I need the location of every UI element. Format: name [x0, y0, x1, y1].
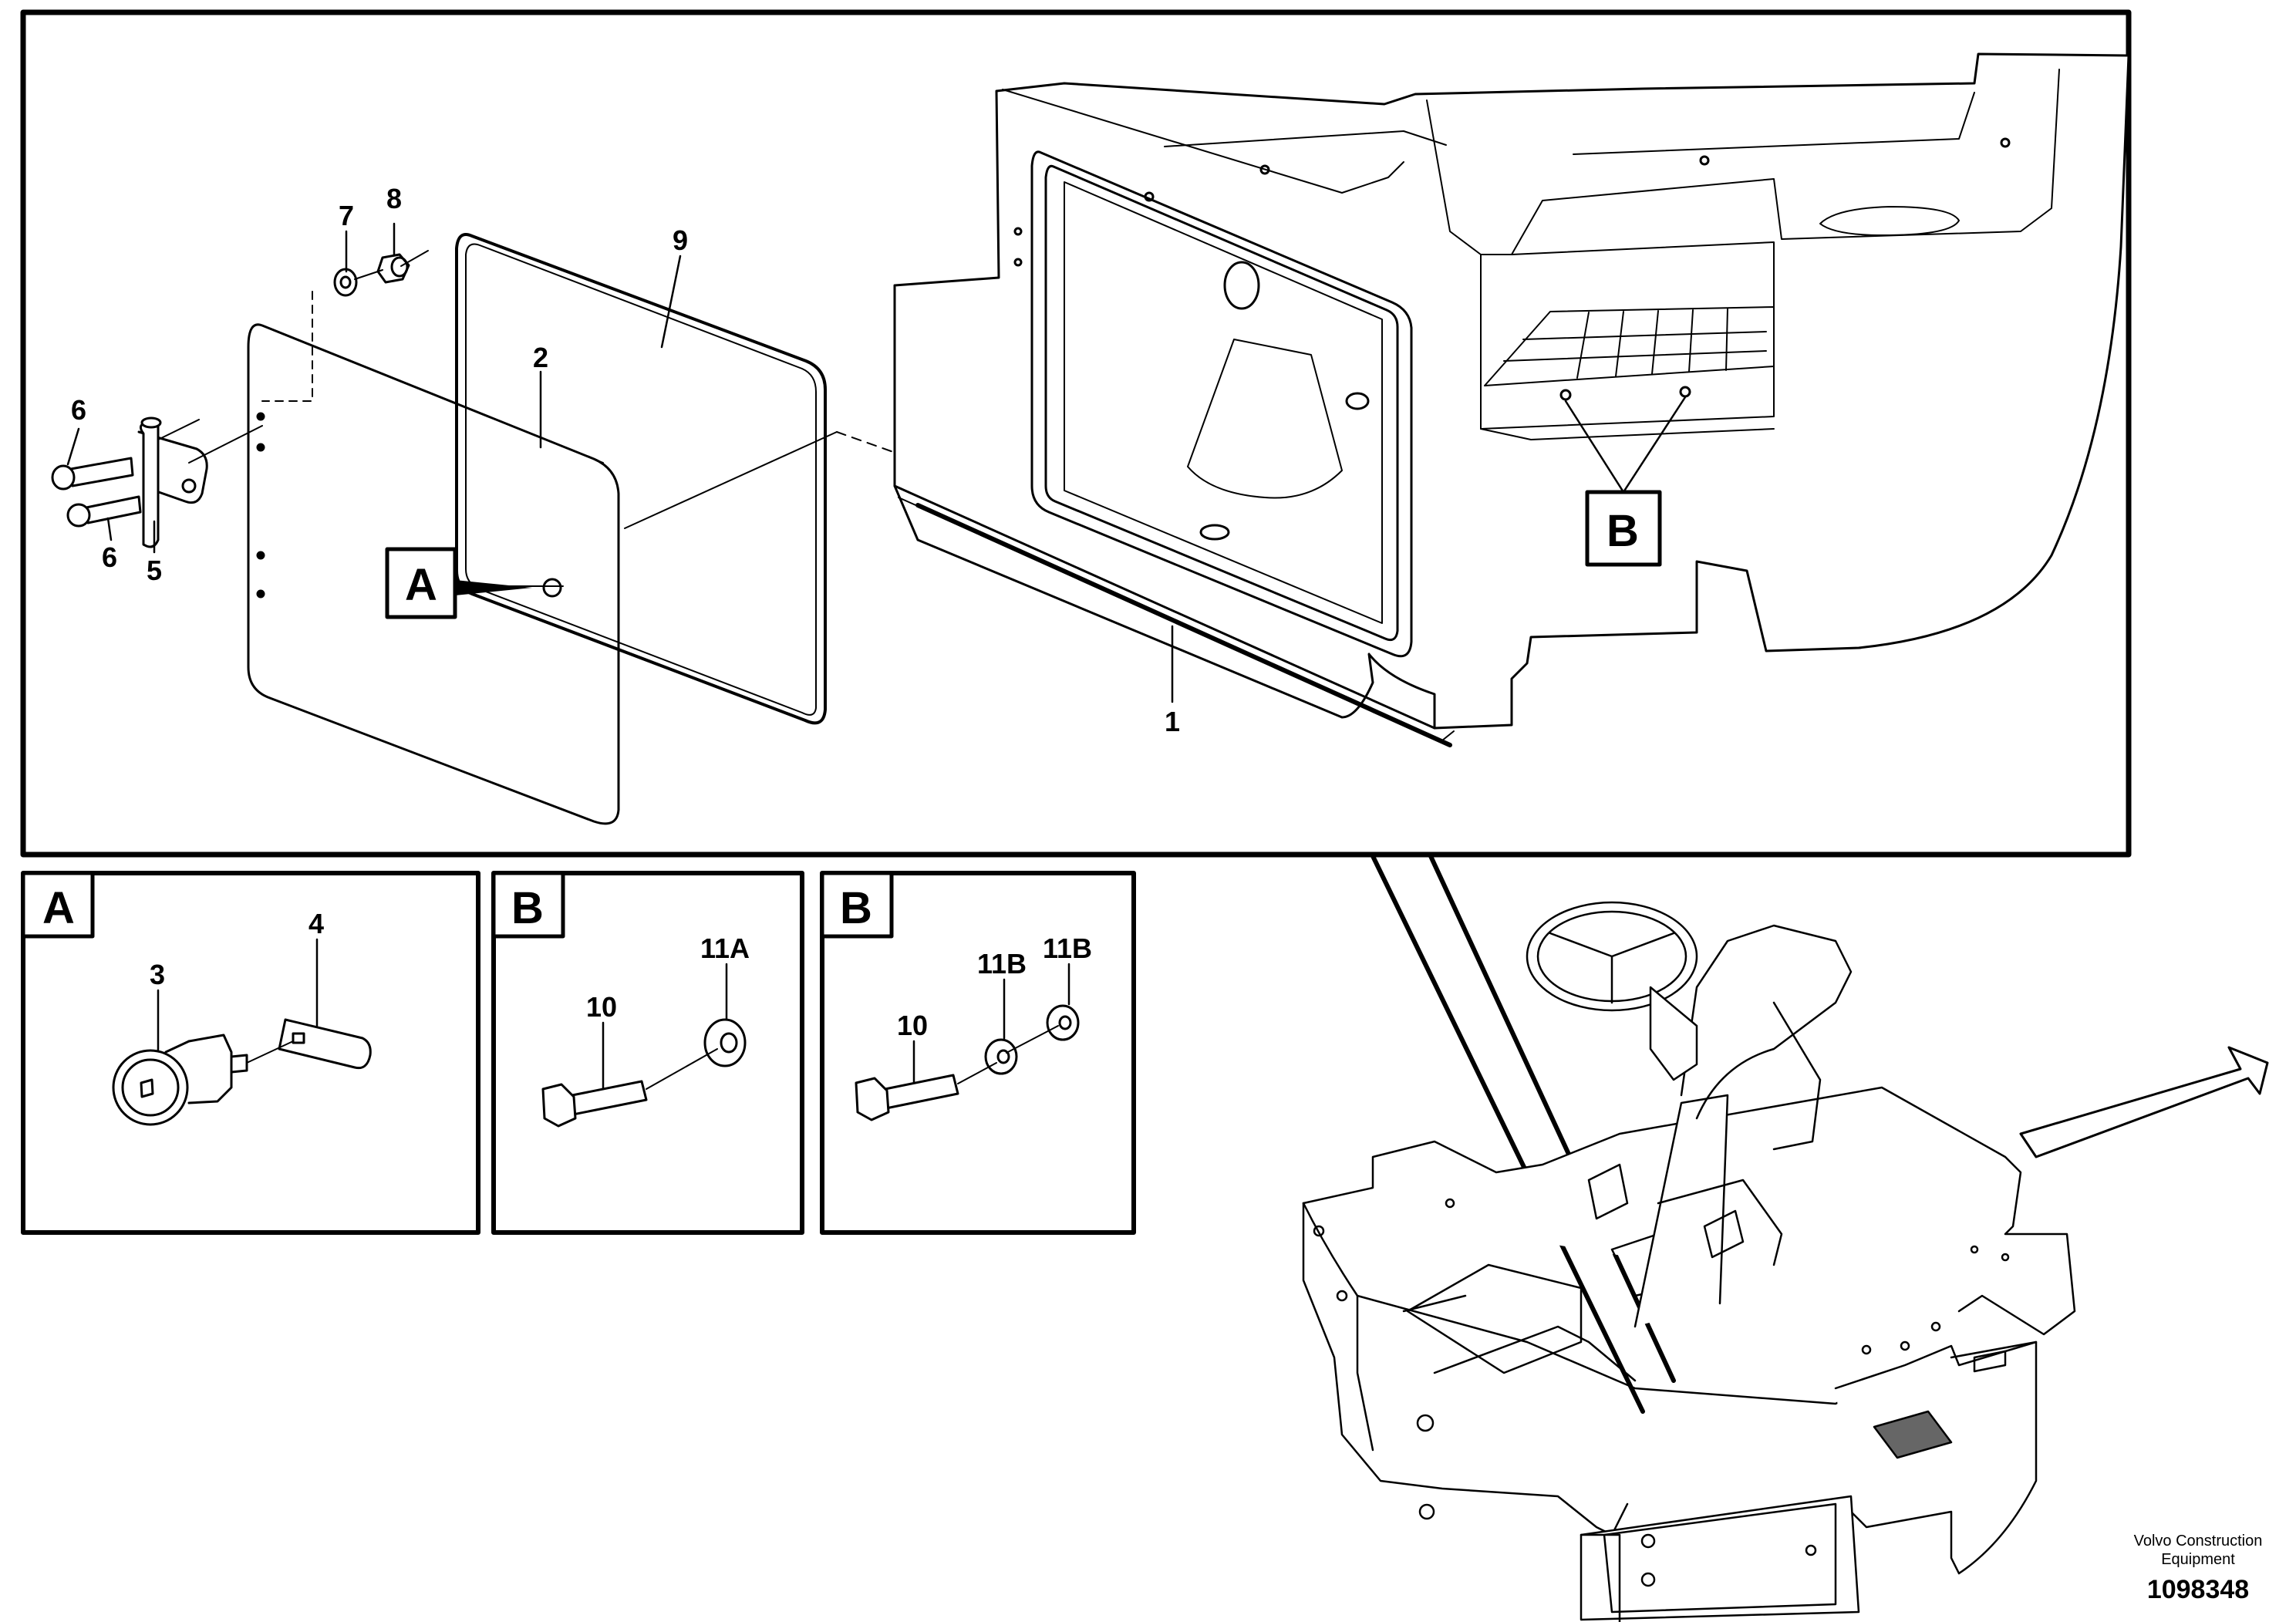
detail-b2-part-11b-2: 11B — [1043, 932, 1092, 964]
step-grating — [1484, 306, 1775, 386]
detail-panel-b-1 — [491, 871, 804, 1235]
detail-a-part-4: 4 — [308, 908, 324, 939]
main-view-frame — [20, 9, 2132, 858]
callout-b-box — [1585, 490, 1662, 567]
console-housing — [893, 52, 2130, 747]
detail-a-part-3: 3 — [150, 959, 165, 990]
callout-a-box — [385, 547, 457, 619]
credit-line-1: Volvo Construction — [2134, 1533, 2263, 1549]
detail-b2-letter: B — [840, 883, 872, 933]
part-label-6b: 6 — [102, 541, 117, 573]
detail-b2-part-10: 10 — [897, 1010, 928, 1041]
direction-arrow-icon — [2019, 1046, 2269, 1158]
part-labels: 1 2 5 6 6 7 8 9 A B A 3 4 B 10 11A B 10 … — [42, 183, 1639, 1041]
detail-b1-letter: B — [511, 883, 544, 933]
detail-b1-part-10: 10 — [586, 991, 617, 1023]
part-label-7: 7 — [339, 200, 354, 231]
screws — [51, 457, 142, 528]
part-label-1: 1 — [1165, 706, 1180, 737]
credit-line-2: Equipment — [2161, 1551, 2235, 1568]
part-label-6a: 6 — [71, 394, 86, 426]
callout-pointer-a — [455, 580, 532, 595]
machine-overview — [1302, 901, 2076, 1622]
leader-lines — [66, 222, 1687, 703]
part-label-5: 5 — [147, 555, 162, 586]
detail-panel-b-2 — [820, 871, 1136, 1235]
part-label-8: 8 — [386, 183, 402, 214]
part-label-2: 2 — [533, 342, 548, 373]
document-number: 1098348 — [2147, 1575, 2249, 1604]
detail-a-letter: A — [42, 883, 75, 933]
part-label-9: 9 — [673, 224, 688, 256]
detail-b1-part-11a: 11A — [700, 932, 750, 964]
detail-b2-part-11b-1: 11B — [977, 948, 1027, 980]
washer-and-nut — [333, 253, 410, 297]
footer: Volvo Construction Equipment 1098348 — [2134, 1533, 2263, 1604]
hinge — [137, 416, 208, 548]
seal-strip — [455, 233, 827, 725]
callout-b-letter: B — [1607, 506, 1639, 556]
detail-panel-a — [21, 871, 480, 1235]
callout-a-letter: A — [405, 560, 437, 610]
